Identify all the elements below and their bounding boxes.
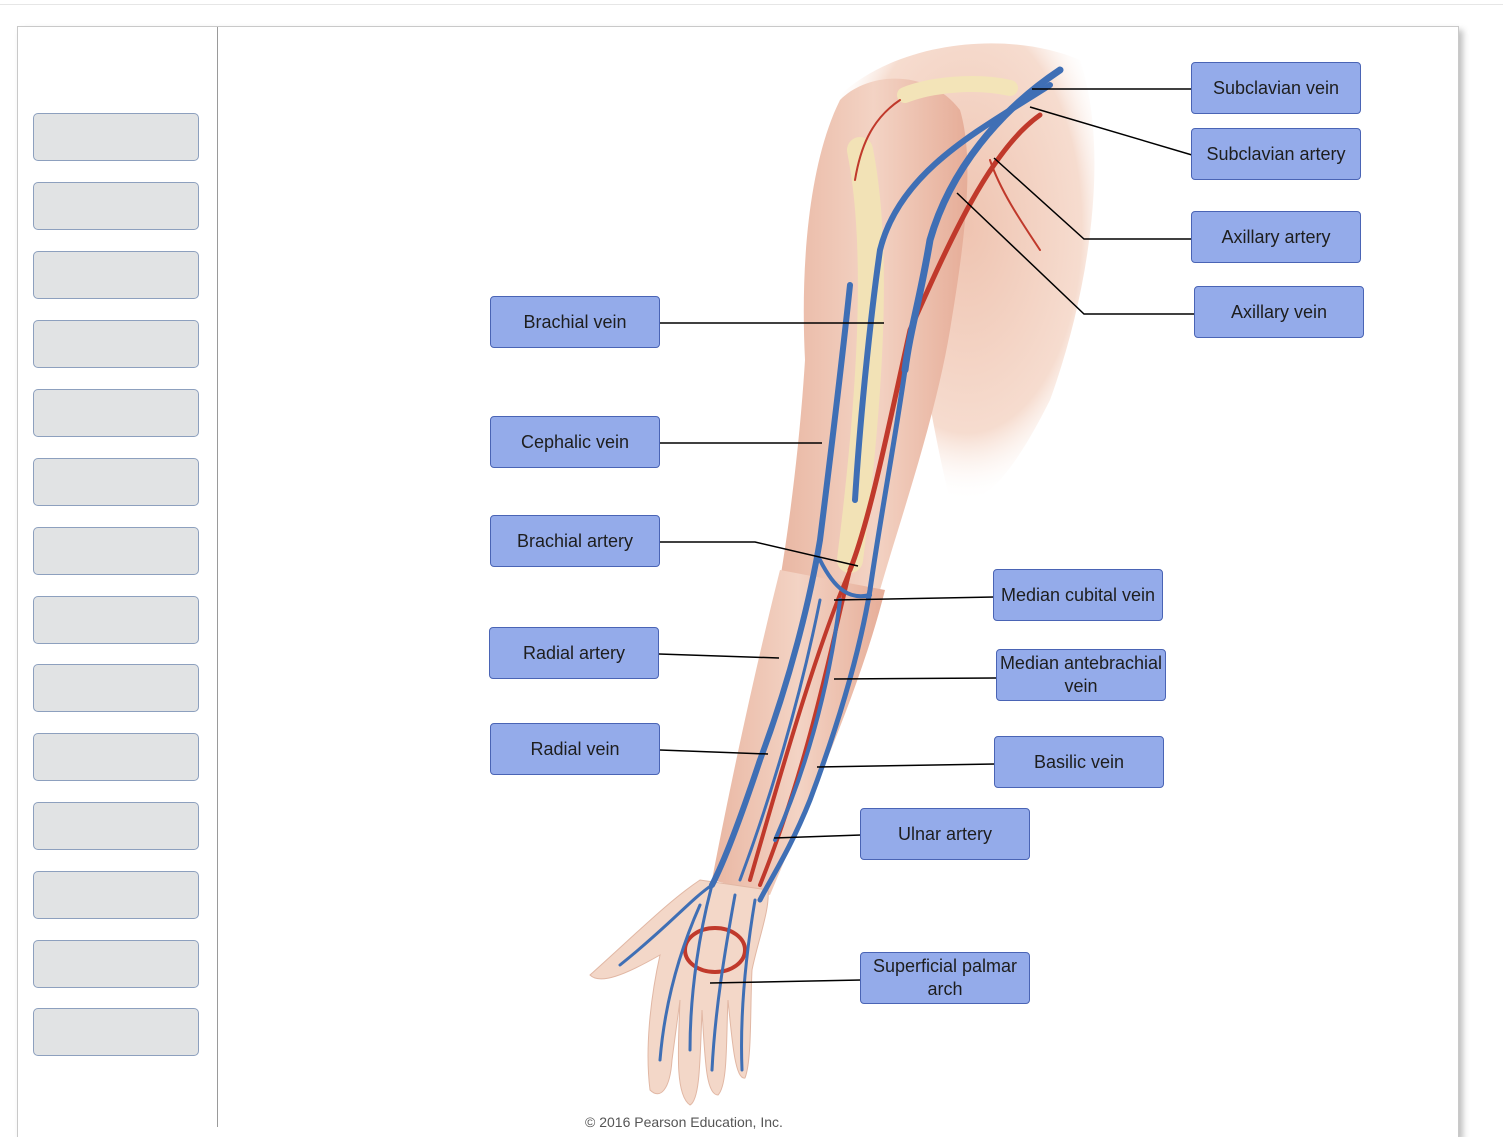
label-cephalic-vein[interactable]: Cephalic vein <box>490 416 660 468</box>
label-axillary-artery[interactable]: Axillary artery <box>1191 211 1361 263</box>
label-brachial-vein[interactable]: Brachial vein <box>490 296 660 348</box>
drop-slot[interactable] <box>33 251 199 299</box>
drop-slot[interactable] <box>33 1008 199 1056</box>
drop-slot[interactable] <box>33 320 199 368</box>
clavicle-bone <box>897 76 1018 103</box>
label-ulnar-artery[interactable]: Ulnar artery <box>860 808 1030 860</box>
drop-slot[interactable] <box>33 182 199 230</box>
veins <box>618 66 1064 1072</box>
drop-slot[interactable] <box>33 596 199 644</box>
drop-slot[interactable] <box>33 113 199 161</box>
label-basilic-vein[interactable]: Basilic vein <box>994 736 1164 788</box>
label-median-antebrachial-vein[interactable]: Median antebrachial vein <box>996 649 1166 701</box>
hand <box>589 879 769 1106</box>
copyright-text: © 2016 Pearson Education, Inc. <box>585 1114 783 1130</box>
forearm <box>712 570 885 895</box>
leader-lines <box>658 88 1195 984</box>
label-brachial-artery[interactable]: Brachial artery <box>490 515 660 567</box>
drop-slot[interactable] <box>33 458 199 506</box>
label-subclavian-artery[interactable]: Subclavian artery <box>1191 128 1361 180</box>
label-radial-artery[interactable]: Radial artery <box>489 627 659 679</box>
label-median-cubital-vein[interactable]: Median cubital vein <box>993 569 1163 621</box>
drop-slot[interactable] <box>33 389 199 437</box>
top-divider <box>0 4 1503 5</box>
drop-slot[interactable] <box>33 871 199 919</box>
label-radial-vein[interactable]: Radial vein <box>490 723 660 775</box>
answer-drop-column <box>18 27 218 1127</box>
drop-slot[interactable] <box>33 940 199 988</box>
drop-slot[interactable] <box>33 733 199 781</box>
label-superficial-palmar-arch[interactable]: Superficial palmar arch <box>860 952 1030 1004</box>
drop-slot[interactable] <box>33 527 199 575</box>
drop-slot[interactable] <box>33 664 199 712</box>
label-axillary-vein[interactable]: Axillary vein <box>1194 286 1364 338</box>
drop-slot[interactable] <box>33 802 199 850</box>
label-subclavian-vein[interactable]: Subclavian vein <box>1191 62 1361 114</box>
